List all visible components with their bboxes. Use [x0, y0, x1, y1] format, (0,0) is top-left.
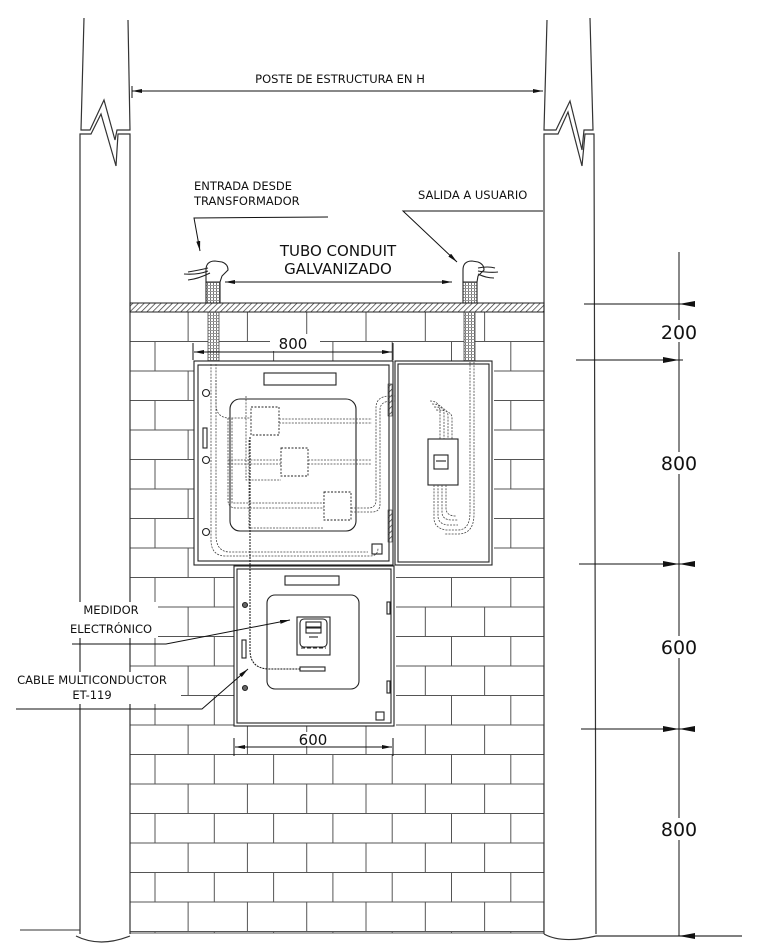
- dim-meter-box-height: 600: [661, 637, 697, 659]
- inlet-label-line2: TRANSFORMADOR: [193, 194, 300, 208]
- inlet-weatherhead: [183, 260, 229, 304]
- right-pole: [543, 17, 742, 941]
- cable-callout: CABLE MULTICONDUCTOR ET-119: [6, 668, 249, 710]
- meter-label-line2: ELECTRÓNICO: [70, 621, 152, 636]
- meter-box-width-value: 600: [299, 731, 328, 749]
- pole-structure-label: POSTE DE ESTRUCTURA EN H: [255, 72, 425, 86]
- meter-label-line1: MEDIDOR: [83, 603, 138, 617]
- vertical-dimension-labels: 200 800 600 800: [656, 320, 702, 841]
- upper-panel-width-value: 800: [279, 335, 308, 353]
- meter-box-width-dimension: 600: [233, 731, 394, 756]
- outlet-label: SALIDA A USUARIO: [418, 188, 527, 202]
- distribution-panel: [193, 360, 468, 570]
- upper-panel-width-dimension: 800: [192, 334, 394, 360]
- meter-box: [233, 565, 395, 727]
- pole-width-dimension: POSTE DE ESTRUCTURA EN H: [131, 72, 543, 98]
- breaker-panel: [394, 360, 493, 566]
- meter-callout: MEDIDOR ELECTRÓNICO: [62, 602, 291, 645]
- panel-latch: [202, 427, 208, 449]
- outlet-conduit: [463, 311, 476, 363]
- panel-nameplate: [263, 372, 337, 386]
- cable-label-line2: ET-119: [72, 688, 111, 702]
- dim-base-height: 800: [661, 819, 697, 841]
- left-pole: [75, 17, 131, 943]
- inlet-label-line1: ENTRADA DESDE: [194, 179, 292, 193]
- inlet-callout: ENTRADA DESDE TRANSFORMADOR: [193, 179, 329, 252]
- main-breaker: [427, 438, 459, 486]
- outlet-callout: SALIDA A USUARIO: [401, 188, 543, 263]
- outlet-weatherhead: [462, 260, 499, 304]
- meter-nameplate: [284, 575, 340, 586]
- conduit-label-line2: GALVANIZADO: [284, 260, 392, 278]
- dim-upper-panel-height: 800: [661, 453, 697, 475]
- concrete-slab: [129, 302, 545, 313]
- meter-window: [266, 594, 360, 690]
- inlet-conduit: [207, 311, 220, 365]
- dim-slab-to-panel: 200: [661, 322, 697, 344]
- panel-inner-door: [229, 398, 357, 532]
- conduit-label-line1: TUBO CONDUIT: [279, 242, 397, 260]
- electronic-meter-icon: [296, 616, 331, 656]
- conduit-dimension: TUBO CONDUIT GALVANIZADO: [225, 242, 452, 284]
- cable-label-line1: CABLE MULTICONDUCTOR: [17, 673, 167, 687]
